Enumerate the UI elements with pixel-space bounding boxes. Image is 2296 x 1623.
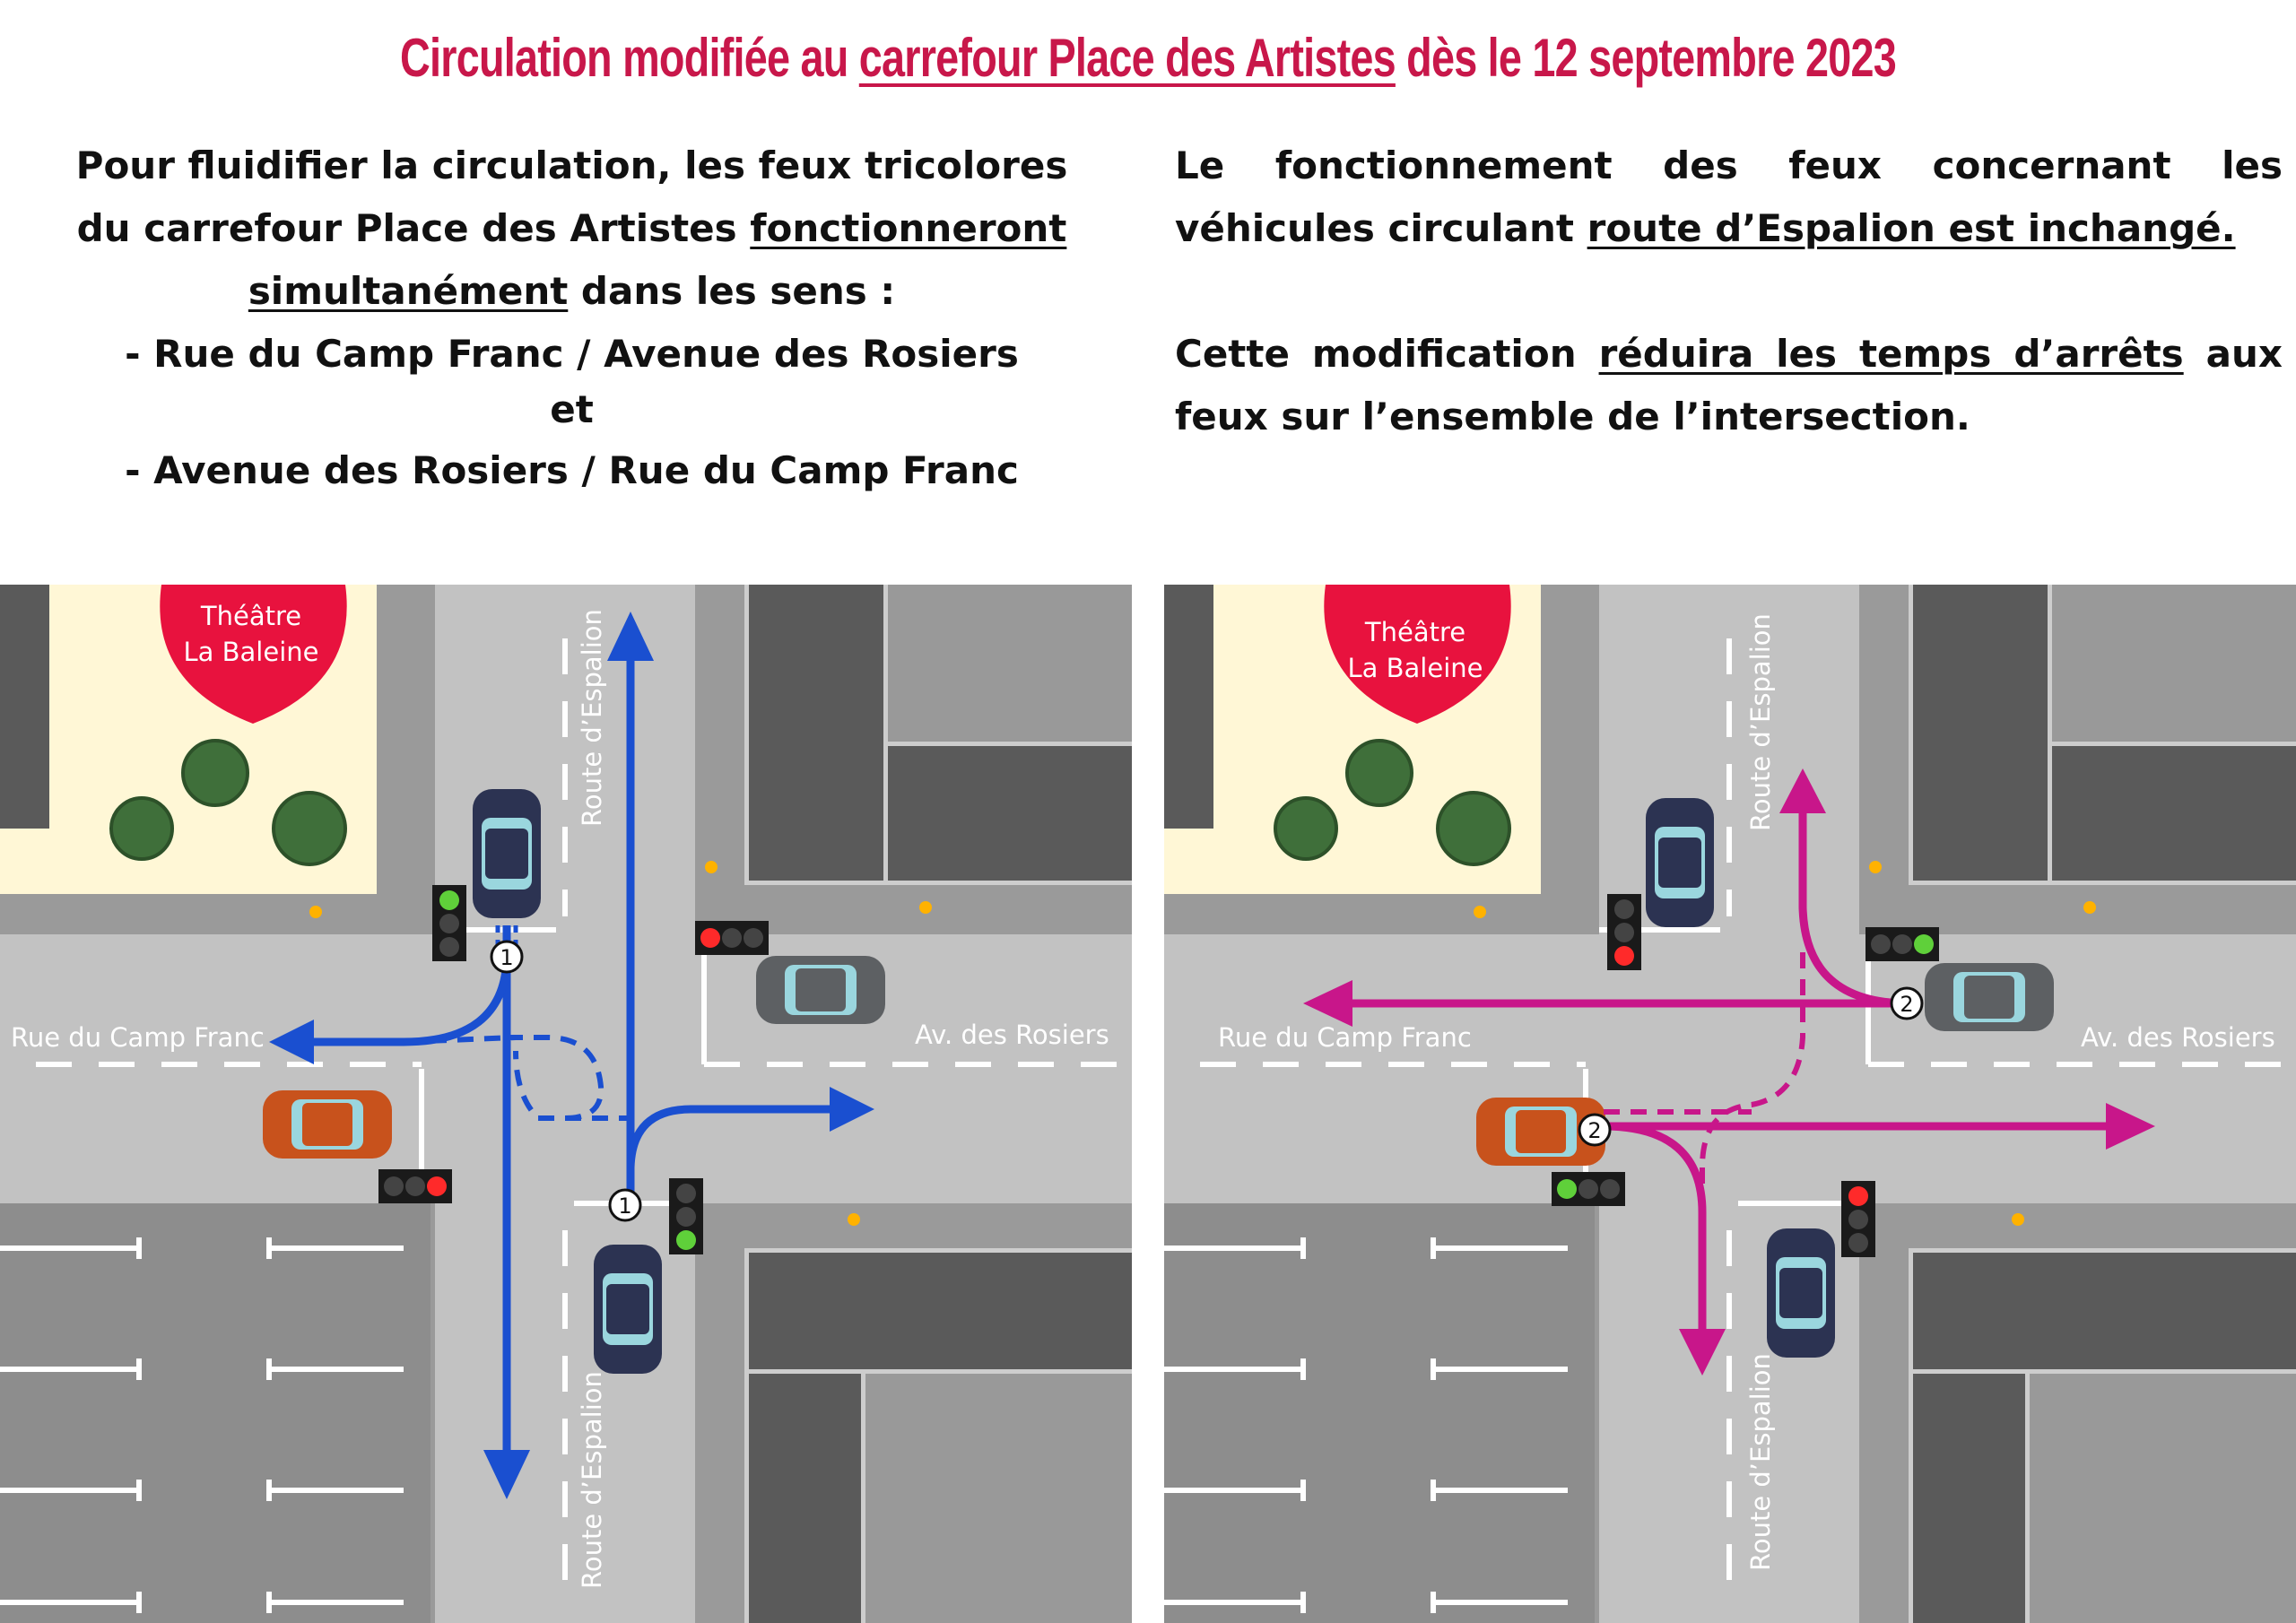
phase2-marker-west: 2: [1578, 1113, 1612, 1147]
svg-text:2: 2: [1900, 992, 1913, 1017]
direction-item-1: - Rue du Camp Franc / Avenue des Rosiers: [125, 332, 1019, 376]
direction-item-2: - Avenue des Rosiers / Rue du Camp Franc: [125, 448, 1019, 492]
intro-paragraph: Pour fluidifier la circulation, les feux…: [75, 143, 1068, 313]
theatre-label-line2: La Baleine: [1348, 653, 1483, 683]
left-text-block: Pour fluidifier la circulation, les feux…: [45, 135, 1099, 502]
phase1-arrows: [300, 656, 834, 1490]
theatre-label-line1: Théâtre: [1364, 617, 1465, 647]
route-espalion-label-top: Route d’Espalion: [577, 609, 607, 827]
av-rosiers-label: Av. des Rosiers: [915, 1020, 1109, 1050]
right-text-block: Le fonctionnement des feux concernant le…: [1175, 135, 2283, 448]
route-espalion-label-top: Route d’Espalion: [1745, 613, 1776, 831]
theatre-label-line2: La Baleine: [184, 637, 319, 667]
traffic-light-east-green: [1866, 927, 1939, 961]
arrowhead-west: [269, 1020, 314, 1064]
traffic-light-east-red: [695, 921, 769, 955]
av-rosiers-label: Av. des Rosiers: [2081, 1022, 2275, 1053]
traffic-light-south-green: [669, 1178, 703, 1254]
rue-camp-franc-label: Rue du Camp Franc: [1218, 1022, 1472, 1053]
car-east-approach: [756, 956, 885, 1024]
svg-text:2: 2: [1587, 1118, 1601, 1143]
phase1-intersection-map: Théâtre La Baleine Route d’Espalion Rout…: [0, 585, 1132, 1623]
arrowhead-east: [2106, 1103, 2155, 1150]
phase1-marker-south: 1: [608, 1188, 642, 1222]
svg-text:1: 1: [618, 1193, 631, 1219]
car-east-approach: [1925, 963, 2054, 1031]
traffic-light-north-red: [1607, 894, 1641, 970]
phase1-marker-north: 1: [490, 940, 524, 974]
car-south-approach: [1767, 1228, 1835, 1358]
car-north-approach: [473, 789, 541, 918]
traffic-light-north-green: [432, 885, 466, 961]
arrowhead-east: [830, 1087, 874, 1132]
phase2-marker-east: 2: [1890, 986, 1924, 1020]
theatre-label-line1: Théâtre: [200, 601, 301, 631]
phase2-intersection-map: Théâtre La Baleine Route d’Espalion Rout…: [1164, 585, 2296, 1623]
arrowhead-south: [1679, 1329, 1726, 1376]
car-south-approach: [594, 1245, 662, 1374]
traffic-light-west-red: [378, 1169, 452, 1203]
rue-camp-franc-label: Rue du Camp Franc: [11, 1022, 265, 1053]
phase2-arrows: [1348, 809, 2106, 1347]
car-north-approach: [1646, 798, 1714, 927]
car-west-approach: [263, 1090, 392, 1159]
arrowhead-north: [607, 612, 654, 661]
benefit-paragraph: Cette modification réduira les temps d’a…: [1175, 332, 2283, 438]
arrowhead-south: [483, 1450, 530, 1499]
svg-text:1: 1: [500, 945, 513, 970]
page-title: Circulation modifiée au carrefour Place …: [400, 28, 1897, 88]
traffic-light-west-green: [1552, 1172, 1625, 1206]
unchanged-paragraph: Le fonctionnement des feux concernant le…: [1175, 143, 2283, 250]
arrowhead-north: [1779, 768, 1826, 813]
traffic-light-south-red: [1841, 1181, 1875, 1257]
conjunction: et: [550, 387, 594, 431]
arrowhead-west: [1303, 980, 1352, 1027]
route-espalion-label-bottom: Route d’Espalion: [577, 1371, 607, 1589]
route-espalion-label-bottom: Route d’Espalion: [1745, 1353, 1776, 1571]
